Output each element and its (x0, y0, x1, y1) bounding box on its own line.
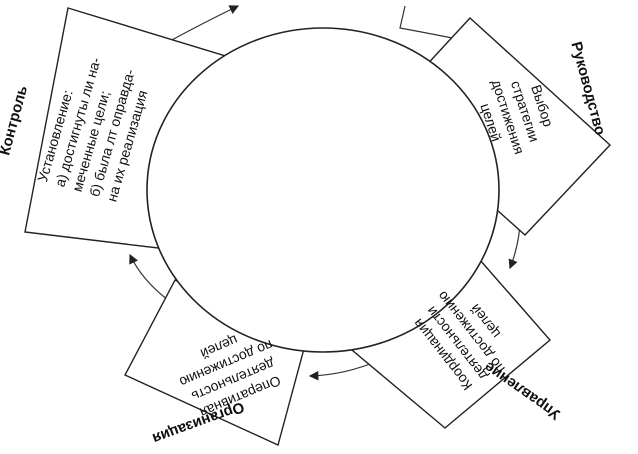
flow-arrow-organization-to-control (129, 253, 169, 301)
central-circle (146, 27, 500, 353)
flow-arrow-control-to-leadership (167, 5, 240, 43)
